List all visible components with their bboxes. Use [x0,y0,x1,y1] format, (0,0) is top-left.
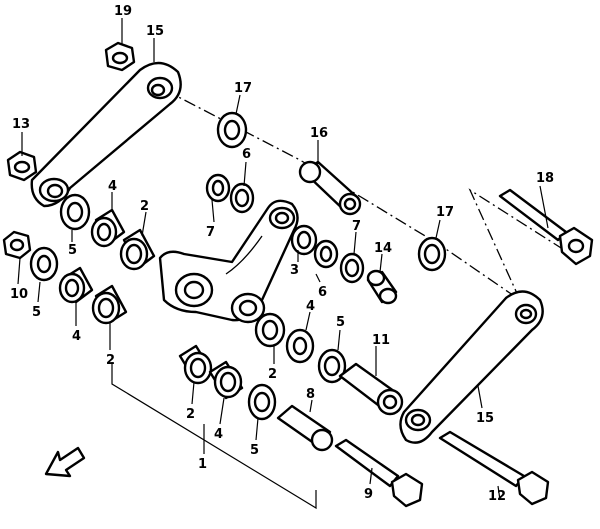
callout-2-lower-left: 2 [106,353,115,368]
nut-19 [104,41,136,72]
callout-3: 3 [290,263,299,278]
callout-4-lower-left: 4 [72,329,81,344]
callout-17-upper: 17 [234,81,252,96]
nut-13 [6,150,38,182]
seal-7-upper [205,173,231,203]
callout-15-lower: 15 [476,411,494,426]
nut-10 [2,230,32,260]
callout-19: 19 [114,4,132,19]
bearing-2-upper [119,228,156,271]
washer-17-upper [216,111,248,149]
bearing-4-lower-left [58,266,94,304]
callout-2-center: 2 [268,367,277,382]
callout-6-upper: 6 [242,147,251,162]
spacer-11 [338,362,404,416]
bearing-4-lower-center [285,328,315,364]
callout-2-bottom: 2 [186,407,195,422]
callout-5-upper: 5 [68,243,77,258]
spacer-16 [298,160,362,216]
cushion-lever [158,199,299,324]
leader-lines [17,18,549,501]
spacer-8 [276,404,334,452]
callout-12: 12 [488,489,506,504]
tie-rod-left [30,61,182,208]
bolt-12 [438,430,550,506]
callout-13: 13 [12,117,30,132]
callout-4-right: 4 [306,299,315,314]
callout-6-lower: 6 [318,285,327,300]
bearing-4-upper-left [90,208,126,248]
callout-2-upper: 2 [140,199,149,214]
washer-5-upper-left [59,193,91,231]
bolt-18 [498,188,594,266]
callout-15-upper: 15 [146,24,164,39]
collar-14 [366,269,398,305]
seal-7-lower [339,252,365,284]
bearing-2-lower-left [91,284,128,325]
callout-11: 11 [372,333,390,348]
bracket-part-1 [111,362,317,510]
callout-5-lower-left: 5 [32,305,41,320]
callout-7-right: 7 [352,219,361,234]
front-arrow-icon [44,446,86,478]
bolt-9 [334,438,424,508]
bearing-3 [290,224,318,256]
washer-5-lower-left [29,246,59,282]
washer-5-bottom [247,383,277,421]
seal-6-lower [313,239,339,269]
washer-17-right [417,236,447,272]
seal-6-upper [229,182,255,214]
axis-line-rod-lower [468,188,581,301]
callout-4-bottom: 4 [214,427,223,442]
callout-5-right: 5 [336,315,345,330]
callout-9: 9 [364,487,373,502]
callout-8: 8 [306,387,315,402]
washer-5-lower-center [317,348,347,384]
callout-1: 1 [198,457,207,472]
callout-18: 18 [536,171,554,186]
callout-17-right: 17 [436,205,454,220]
bearing-2-lower-center [254,312,286,348]
bearing-4-bottom [208,360,244,400]
bearing-2-bottom [178,344,214,385]
callout-14: 14 [374,241,392,256]
callout-4-upper: 4 [108,179,117,194]
callout-7-upper: 7 [206,225,215,240]
callout-10: 10 [10,287,28,302]
tie-rod-right [399,290,544,444]
callout-16: 16 [310,126,328,141]
callout-5-bottom: 5 [250,443,259,458]
